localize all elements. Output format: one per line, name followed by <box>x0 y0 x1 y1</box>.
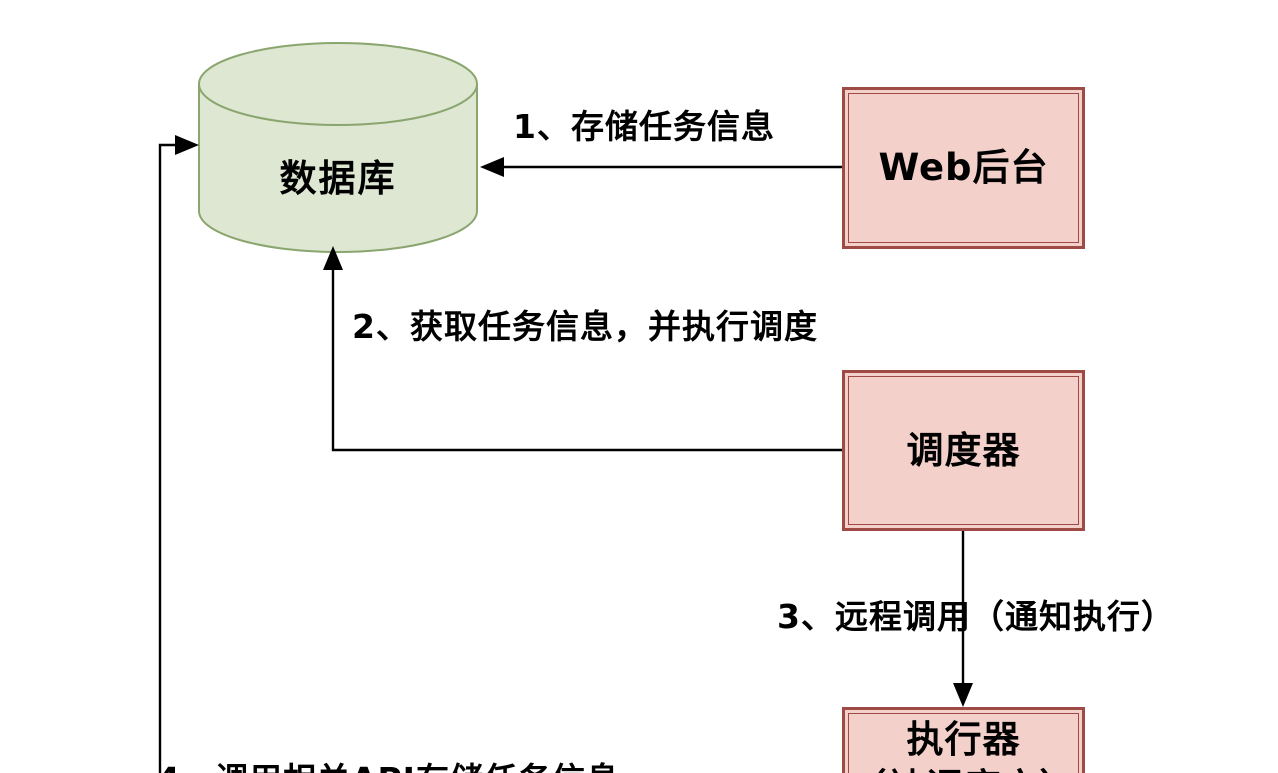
edge-store-result-label: 4、调用相关API存储任务信息 <box>157 753 620 773</box>
edge-fetch-task-label: 2、获取任务信息，并执行调度 <box>352 307 818 346</box>
database-node-label: 数据库 <box>279 157 397 200</box>
arrow-head-left-icon <box>480 157 504 177</box>
scheduler-node: 调度器 <box>842 370 1085 531</box>
executor-sublabel: （被调度方） <box>850 764 1078 773</box>
edge-fetch-task-arrow <box>323 246 842 452</box>
executor-label: 执行器 <box>906 718 1021 761</box>
edge-store-result-arrow <box>158 135 199 773</box>
arrow-head-right-icon <box>175 135 199 155</box>
arrow-head-down-icon <box>953 683 973 707</box>
edge-store-task-label: 1、存储任务信息 <box>513 107 775 146</box>
edge-store-task-arrow <box>480 157 842 177</box>
scheduler-label: 调度器 <box>906 428 1021 472</box>
edge-remote-call-label: 3、远程调用（通知执行） <box>777 597 1175 636</box>
executor-node: 执行器 （被调度方） <box>842 707 1085 773</box>
web-backend-node: Web后台 <box>842 87 1085 249</box>
arrow-head-up-icon <box>323 246 343 270</box>
web-backend-label: Web后台 <box>878 146 1049 189</box>
